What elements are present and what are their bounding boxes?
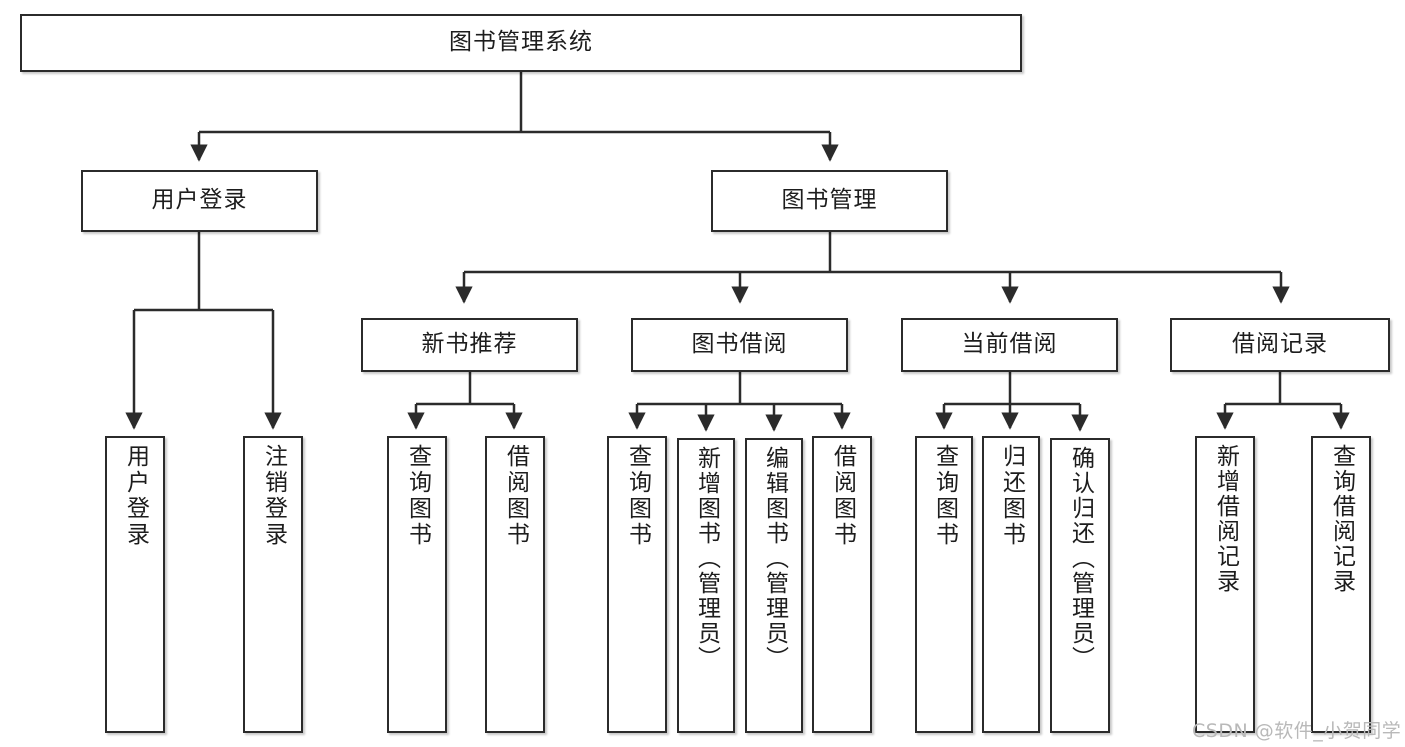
node-new-book-recommend[interactable]: 新书推荐 bbox=[361, 318, 578, 372]
node-label: 借阅记录 bbox=[1232, 331, 1328, 358]
node-label: 查询图书 bbox=[404, 444, 431, 548]
node-leaf-edit-book[interactable]: 编辑图书（管理员） bbox=[745, 438, 803, 733]
node-leaf-query-book-current[interactable]: 查询图书 bbox=[915, 436, 973, 733]
node-current-borrow[interactable]: 当前借阅 bbox=[901, 318, 1118, 372]
node-label: 图书借阅 bbox=[691, 331, 788, 358]
node-label: 当前借阅 bbox=[961, 331, 1058, 358]
node-label: 新增图书（管理员） bbox=[693, 446, 720, 671]
node-leaf-borrow-book-recommend[interactable]: 借阅图书 bbox=[485, 436, 545, 733]
node-label: 归还图书 bbox=[998, 444, 1025, 548]
node-leaf-confirm-return[interactable]: 确认归还（管理员） bbox=[1050, 438, 1110, 733]
node-leaf-query-borrow-record[interactable]: 查询借阅记录 bbox=[1311, 436, 1371, 733]
node-leaf-add-book[interactable]: 新增图书（管理员） bbox=[677, 438, 735, 733]
node-borrow-record[interactable]: 借阅记录 bbox=[1170, 318, 1390, 372]
node-label: 借阅图书 bbox=[502, 444, 529, 548]
node-leaf-query-book-borrow[interactable]: 查询图书 bbox=[607, 436, 667, 733]
csdn-watermark: CSDN @软件_小贺同学 bbox=[1192, 720, 1402, 742]
node-leaf-borrow-book[interactable]: 借阅图书 bbox=[812, 436, 872, 733]
node-leaf-logout[interactable]: 注销登录 bbox=[243, 436, 303, 733]
node-root-book-management-system[interactable]: 图书管理系统 bbox=[20, 14, 1022, 72]
node-label: 注销登录 bbox=[260, 444, 287, 548]
node-user-login[interactable]: 用户登录 bbox=[81, 170, 318, 232]
node-label: 借阅图书 bbox=[829, 444, 856, 548]
node-label: 用户登录 bbox=[151, 187, 248, 214]
node-leaf-user-login[interactable]: 用户登录 bbox=[105, 436, 165, 733]
node-book-borrow[interactable]: 图书借阅 bbox=[631, 318, 848, 372]
node-label: 图书管理 bbox=[781, 187, 878, 214]
node-label: 用户登录 bbox=[122, 444, 149, 548]
node-label: 确认归还（管理员） bbox=[1067, 446, 1094, 671]
node-label: 新书推荐 bbox=[421, 331, 518, 358]
node-label: 查询借阅记录 bbox=[1328, 444, 1355, 594]
node-label: 编辑图书（管理员） bbox=[761, 446, 788, 671]
node-leaf-return-book[interactable]: 归还图书 bbox=[982, 436, 1040, 733]
node-book-management[interactable]: 图书管理 bbox=[711, 170, 948, 232]
node-label: 查询图书 bbox=[624, 444, 651, 548]
node-label: 图书管理系统 bbox=[449, 29, 593, 56]
node-leaf-query-book-recommend[interactable]: 查询图书 bbox=[387, 436, 447, 733]
node-leaf-add-borrow-record[interactable]: 新增借阅记录 bbox=[1195, 436, 1255, 733]
node-label: 新增借阅记录 bbox=[1212, 444, 1239, 594]
node-label: 查询图书 bbox=[931, 444, 958, 548]
